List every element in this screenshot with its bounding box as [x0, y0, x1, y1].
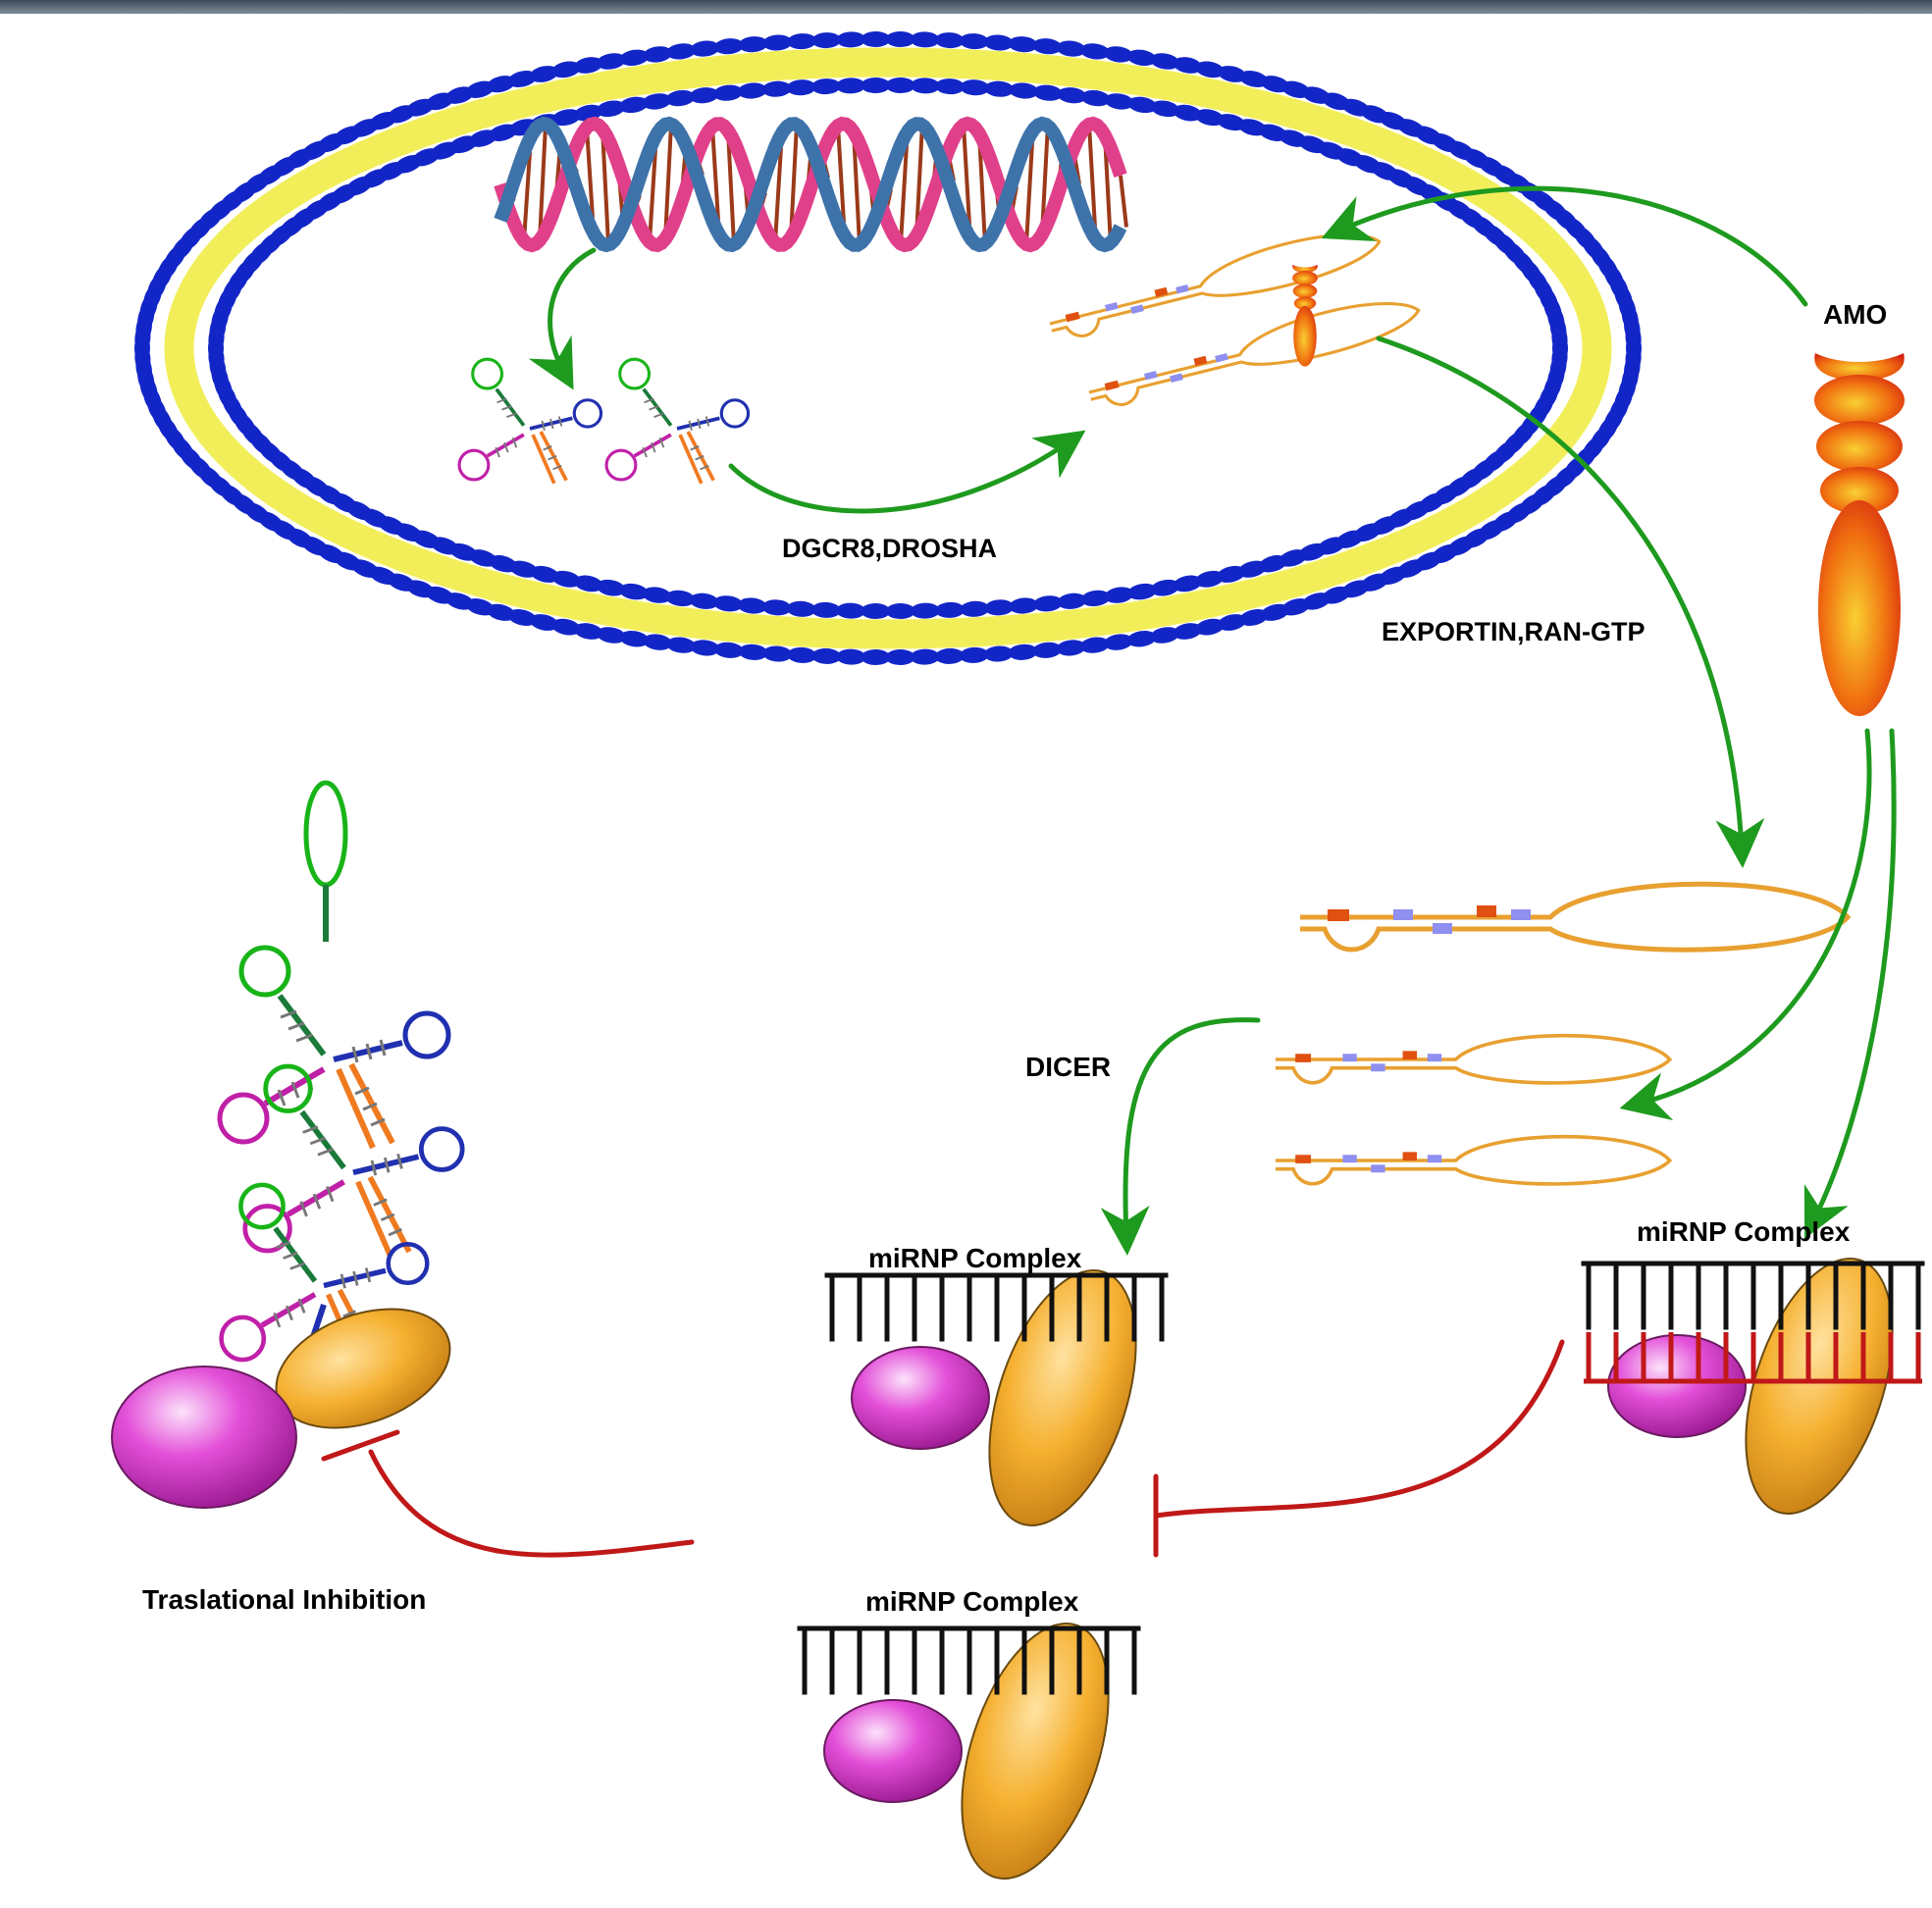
pre-mirna-hairpin-cytoplasm-3 — [1274, 1134, 1672, 1186]
label-amo: AMO — [1823, 299, 1887, 330]
mirnp-complex-bottom — [800, 1606, 1138, 1897]
dgcr8-drosha-arrow — [728, 430, 1086, 514]
dna-double-helix — [494, 116, 1128, 253]
ribosome-small-subunit — [111, 1366, 297, 1509]
amo-to-hairpin-arrow — [1619, 728, 1872, 1120]
label-mirnp-complex-right: miRNP Complex — [1637, 1216, 1851, 1247]
amo-entry-arrow — [1321, 185, 1808, 307]
inhibition-lines — [321, 1339, 1565, 1558]
inhibit-to-center-complex — [1153, 1339, 1565, 1519]
dicer-arrow — [1100, 1017, 1261, 1256]
process-arrows — [528, 185, 1897, 1256]
pre-mirna-hairpin-cytoplasm-1 — [1300, 884, 1848, 950]
amo-molecule — [1814, 353, 1905, 716]
pre-mirna-hairpin-cytoplasm-2 — [1274, 1033, 1672, 1085]
top-frame-bar — [0, 0, 1932, 14]
exportin-arrow — [1376, 335, 1765, 868]
amo-to-complex-arrow — [1803, 728, 1897, 1239]
label-dgcr8-drosha: DGCR8,DROSHA — [782, 534, 997, 563]
pri-mirna-1 — [457, 357, 603, 486]
label-translational-inhibition: Traslational Inhibition — [142, 1584, 426, 1615]
mrna-structure-stack — [220, 780, 462, 1366]
inhibit-bar-translation — [321, 1429, 400, 1462]
mirnp-complex-right — [1584, 1241, 1922, 1532]
nuclear-membrane — [134, 30, 1642, 666]
label-mirnp-complex-bottom: miRNP Complex — [865, 1586, 1079, 1617]
pri-mirna-2 — [604, 357, 751, 486]
label-mirnp-complex-center: miRNP Complex — [868, 1243, 1082, 1273]
label-exportin-ran-gtp: EXPORTIN,RAN-GTP — [1382, 617, 1645, 646]
inhibit-translation — [368, 1449, 695, 1558]
transcription-arrow — [528, 247, 597, 390]
label-dicer: DICER — [1025, 1052, 1111, 1082]
mirnp-complex-center — [827, 1253, 1166, 1544]
ribosome — [111, 1308, 451, 1509]
